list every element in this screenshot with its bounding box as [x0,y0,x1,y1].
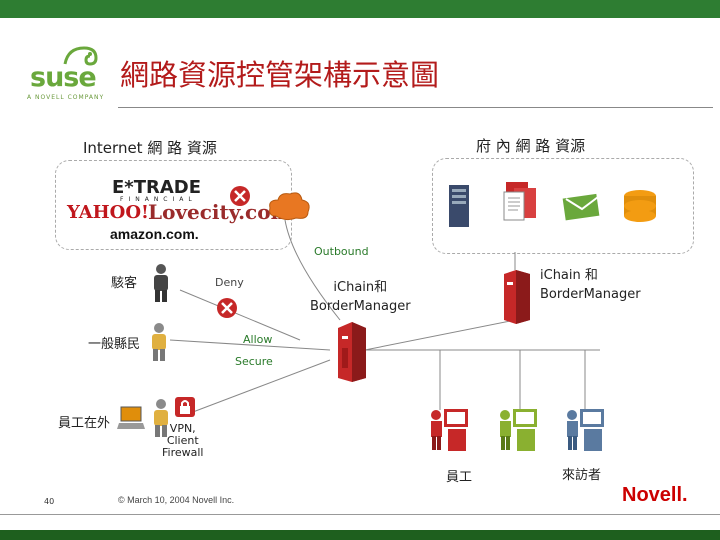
laptop-icon [117,406,145,429]
blocked-site-icon [230,186,250,206]
amazon-logo: amazon.com. [110,226,199,242]
internet-cloud-icon [269,192,310,221]
ichain-center-label: iChain和 BorderManager [310,280,411,314]
intranet-resources-label: 府 內 網 路 資源 [476,137,586,155]
remote-employee-person-icon [154,399,168,437]
footer-divider [0,514,720,515]
employee-workstation-2-icon [500,409,537,451]
employee-label: 員工 [446,470,473,485]
lock-icon [175,397,195,417]
deny-label: Deny [215,276,244,289]
etrade-sub: FINANCIAL [120,196,197,203]
storage-icon [624,190,656,222]
bottom-bar [0,530,720,540]
outbound-label: Outbound [314,245,369,258]
logo-tagline: A NOVELL COMPANY [27,94,105,101]
citizen-person-icon [152,323,166,361]
logo-brand: suse [30,62,97,93]
database-server-icon [449,185,469,227]
mail-icon [562,193,600,221]
allow-label: Allow [243,333,273,346]
internet-resources-label: Internet 網 路 資源 [83,139,217,157]
hacker-person-icon [154,264,168,302]
documents-icon [503,182,536,221]
intranet-resources-box [432,158,694,254]
novell-logo: Novell. [622,484,688,506]
page-title: 網路資源控管架構示意圖 [120,58,440,92]
ichain-server-right-icon [504,270,530,324]
yahoo-logo: YAHOO! [67,202,149,223]
deny-icon [217,298,237,318]
lovecity-logo: Lovecity.com [148,200,292,224]
secure-label: Secure [235,355,273,368]
citizen-label: 一般縣民 [88,337,141,352]
top-bar [0,0,720,18]
etrade-logo: E*TRADE [112,177,202,198]
ichain-right-label: iChain 和 BorderManager [540,268,641,302]
employee-workstation-icon [431,409,468,451]
title-divider [118,107,713,108]
remote-employee-label: 員工在外 [58,416,111,431]
visitor-workstation-icon [567,409,604,451]
chameleon-logo-icon [63,46,98,66]
hacker-label: 駭客 [111,276,138,291]
copyright: © March 10, 2004 Novell Inc. [118,495,235,505]
vpn-label: VPN, Client Firewall [162,422,204,459]
page-number: 40 [44,497,55,506]
visitor-label: 來訪者 [562,468,602,483]
ichain-server-center-icon [338,322,366,382]
